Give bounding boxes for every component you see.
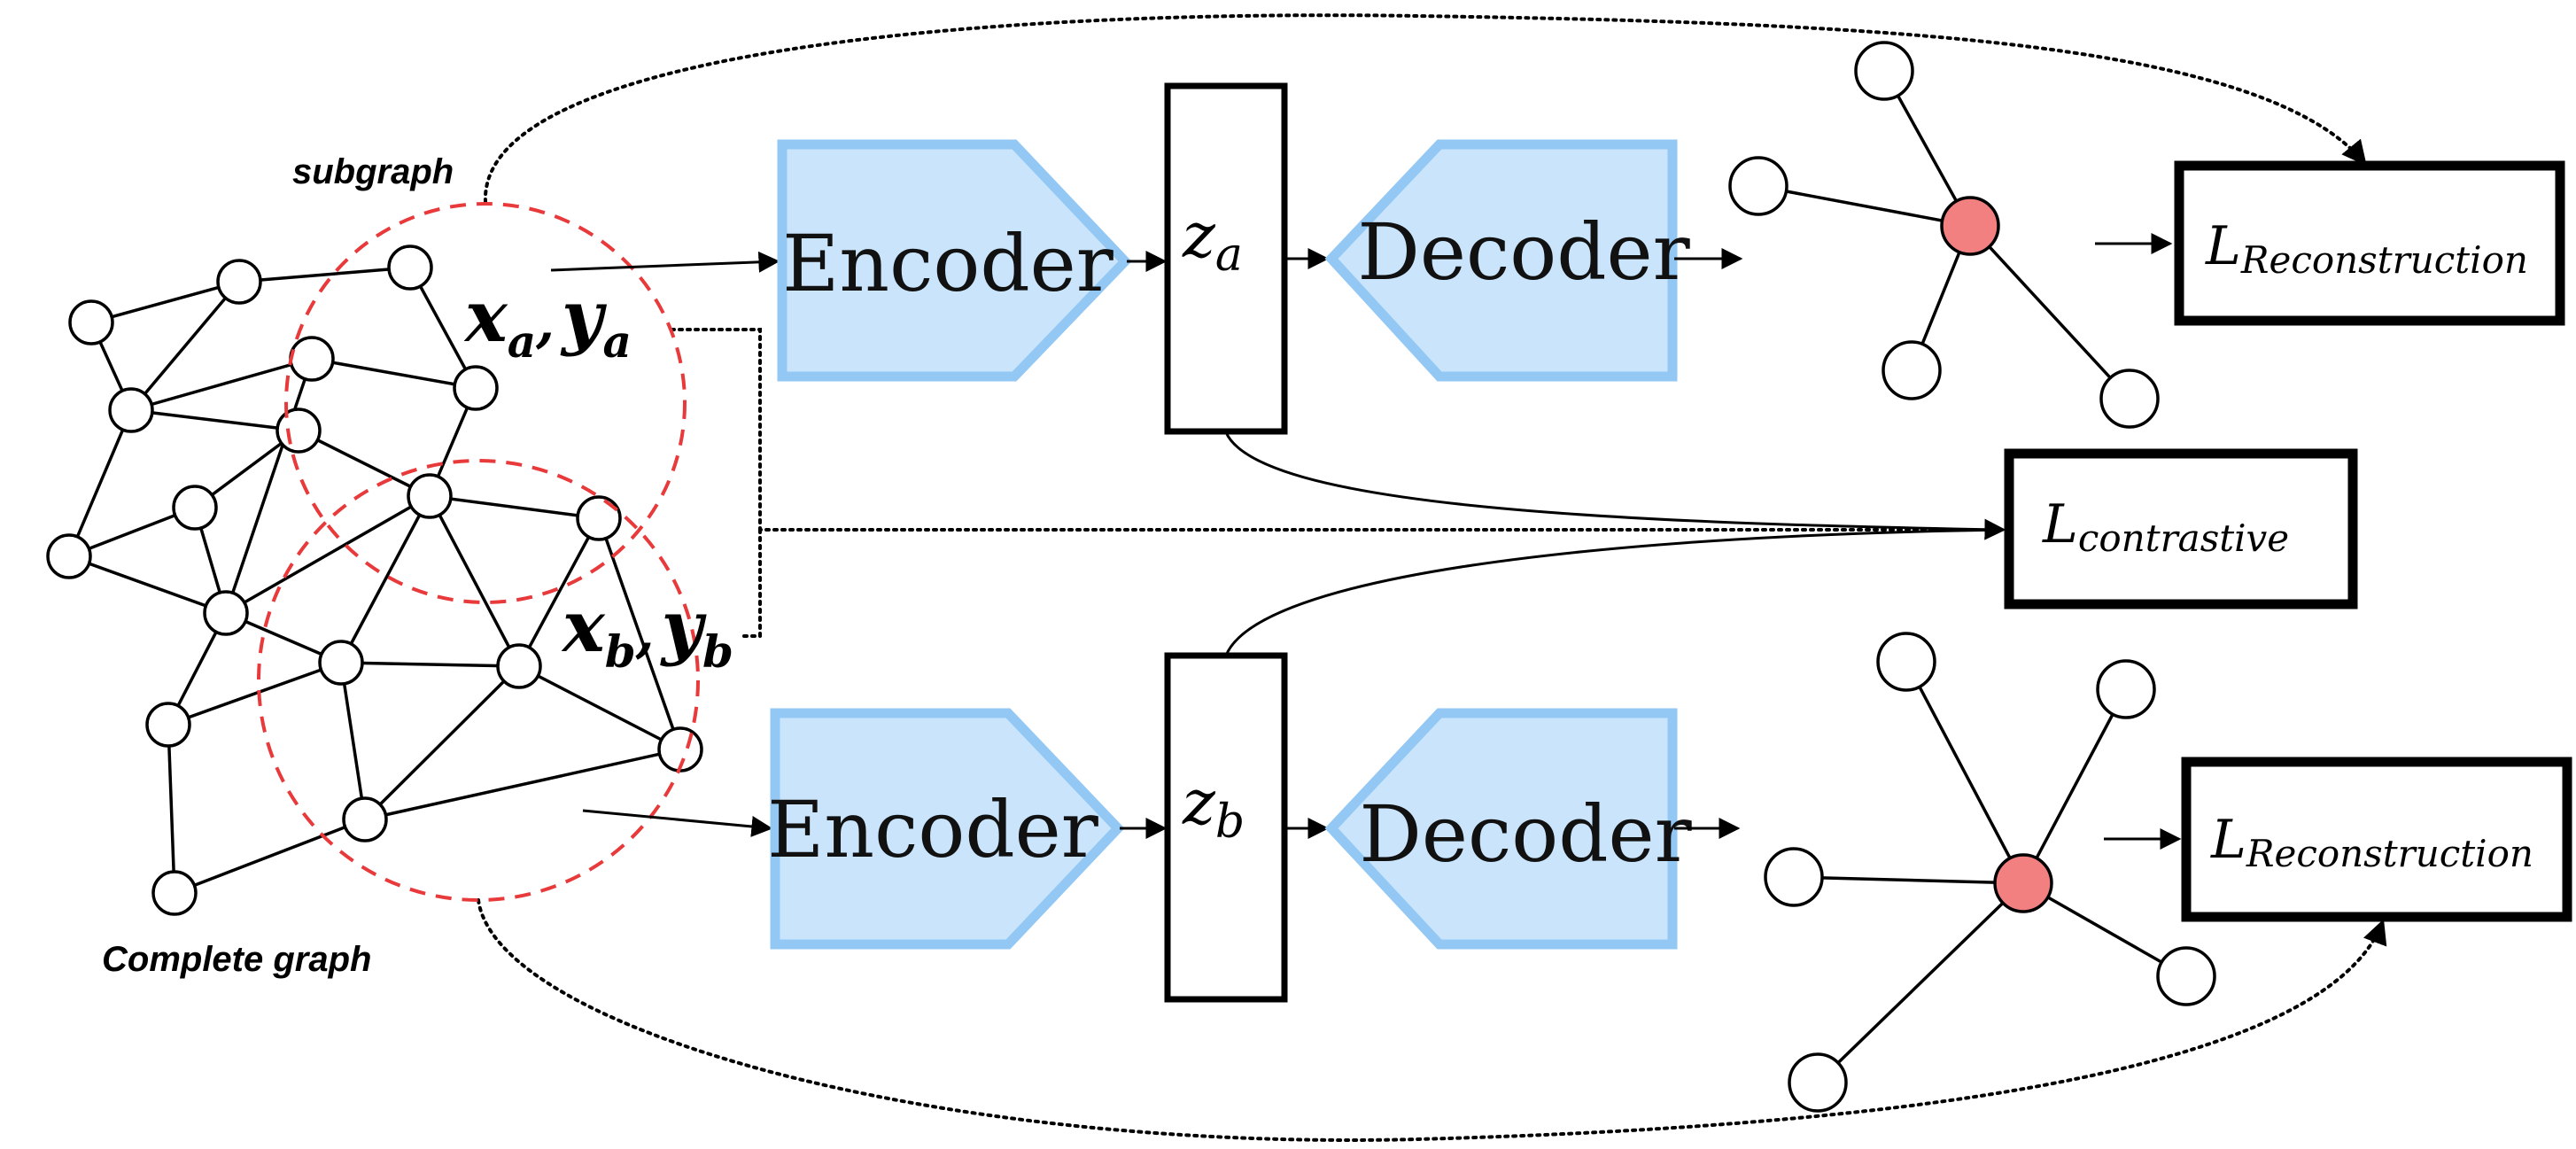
- star-graph-bottom: [1764, 632, 2216, 1113]
- graph-node: [576, 495, 622, 541]
- encoder-bottom-block: Encoder: [767, 708, 1125, 950]
- complete-graph-label: Complete graph: [102, 940, 371, 979]
- latent-za-label: za: [1182, 199, 1243, 282]
- graph-node: [172, 485, 218, 531]
- encoder-top-block: Encoder: [777, 139, 1132, 382]
- loss-recon-top-box: LReconstruction: [2174, 160, 2565, 326]
- graph-node: [216, 259, 262, 305]
- complete-graph-nodes: [46, 245, 703, 916]
- latent-zb-label: zb: [1182, 766, 1245, 849]
- subgraph-label: subgraph: [292, 152, 454, 191]
- graph-node: [387, 245, 433, 291]
- latent-zb-box: zb: [1164, 652, 1288, 1003]
- subgraph-circle-a: [284, 202, 687, 604]
- star-leaf-node: [1728, 156, 1788, 216]
- latent-za-box: za: [1164, 82, 1288, 435]
- graph-node: [145, 702, 191, 748]
- curve-za-to-contrastive: [1224, 431, 2006, 540]
- star-leaf-node: [1882, 340, 1942, 400]
- dotted-arc-top: [483, 13, 2367, 204]
- star-leaf-node: [1854, 41, 1914, 101]
- subgraph-circle-b: [257, 459, 700, 902]
- star-leaf-node: [2156, 946, 2216, 1006]
- decoder-top-label: Decoder: [1357, 206, 1690, 298]
- loss-recon-bottom-box: LReconstruction: [2181, 757, 2572, 922]
- star-graph-top: [1728, 41, 2160, 429]
- dotted-bracket: [670, 328, 1964, 532]
- star-center-node: [1940, 196, 2000, 256]
- loss-contrastive-label: Lcontrastive: [2042, 493, 2289, 560]
- input-label-b: xb,yb: [561, 585, 733, 678]
- star-leaf-node: [2096, 659, 2156, 719]
- loss-recon-bottom-label: LReconstruction: [2210, 809, 2533, 875]
- graph-node: [342, 796, 388, 842]
- graph-node: [496, 643, 542, 689]
- arrow-to-encoder-top: [550, 251, 780, 273]
- dotted-bracket-lower: [742, 528, 762, 638]
- decoder-top-block: Decoder: [1324, 139, 1691, 382]
- graph-node: [275, 408, 322, 454]
- star-leaf-node: [1876, 632, 1936, 692]
- loss-recon-top-label: LReconstruction: [2205, 215, 2528, 282]
- star-leaf-node: [1788, 1052, 1848, 1113]
- graph-node: [289, 336, 335, 382]
- loss-contrastive-box: Lcontrastive: [2004, 448, 2358, 609]
- graph-node: [108, 387, 154, 433]
- star-leaf-node: [1764, 847, 1824, 907]
- graph-node: [453, 365, 499, 411]
- star-center-node: [1993, 853, 2053, 913]
- graph-node: [46, 533, 92, 579]
- star-leaf-node: [2099, 369, 2160, 429]
- graph-node: [68, 299, 114, 345]
- curve-zb-to-contrastive: [1224, 528, 2005, 656]
- encoder-top-label: Encoder: [782, 218, 1114, 309]
- graph-node: [318, 640, 364, 686]
- decoder-bottom-label: Decoder: [1359, 788, 1692, 880]
- dotted-arc-bottom: [477, 898, 2387, 1142]
- input-label-a: xa,ya: [463, 275, 632, 368]
- decoder-bottom-block: Decoder: [1324, 708, 1693, 950]
- graph-node: [407, 473, 453, 519]
- graph-node: [203, 590, 249, 636]
- graph-node: [151, 870, 198, 916]
- arrow-to-encoder-bottom: [582, 809, 773, 837]
- encoder-bottom-label: Encoder: [767, 784, 1099, 875]
